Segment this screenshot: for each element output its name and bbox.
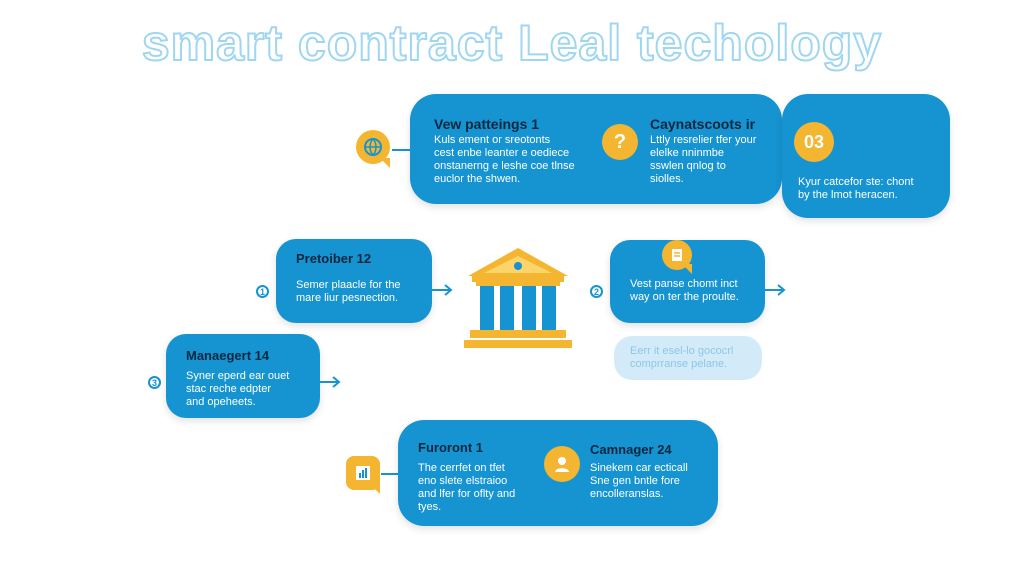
person-icon xyxy=(544,446,580,482)
top-card: Vew patteings 1 Kuls ement or sreotonts … xyxy=(410,94,782,204)
faded-note-card: Eerr it esel-lo gococrl comprranse pelan… xyxy=(614,336,762,380)
left-card: Manaegert 14 Syner eperd ear ouet stac r… xyxy=(166,334,320,418)
bottom-card-col2-text: Sinekem car ecticall Sne gen bntle fore … xyxy=(590,462,688,500)
diagram-title: smart contract Leal techology xyxy=(141,14,883,72)
step-dot-2: 2 xyxy=(590,285,603,298)
step-dot-3: 3 xyxy=(148,376,161,389)
left-card-title: Manaegert 14 xyxy=(186,348,270,363)
arrow-right-2 xyxy=(765,284,786,296)
top-right-card: 03 Kyur catcefor ste: chont by the lmot … xyxy=(782,94,950,218)
mid-left-card-text: Semer plaacle for the mare liur pesnecti… xyxy=(296,279,401,304)
top-right-card-text: Kyur catcefor ste: chont by the lmot her… xyxy=(798,176,914,201)
mid-left-card-title: Pretoiber 12 xyxy=(296,251,372,266)
arrow-right-1 xyxy=(432,284,453,296)
top-card-col2-title: Caynatscoots ir xyxy=(650,116,756,132)
top-card-col2-text: Lttly resrelier tfer your elelke nninmbe… xyxy=(650,134,757,185)
step-number-03: 03 xyxy=(794,122,834,162)
top-card-col1-title: Vew patteings 1 xyxy=(434,116,540,132)
bottom-card-col1-title: Furoront 1 xyxy=(418,440,483,455)
arrow-right-3 xyxy=(320,376,341,388)
bank-building-icon xyxy=(464,248,572,348)
bottom-card: Furoront 1 The cerrfet on tfet eno slete… xyxy=(398,420,718,526)
question-icon: ? xyxy=(602,124,638,160)
left-card-text: Syner eperd ear ouet stac reche edpter a… xyxy=(186,370,290,408)
chart-icon xyxy=(346,456,380,494)
mid-left-card: Pretoiber 12 Semer plaacle for the mare … xyxy=(276,239,432,323)
globe-icon xyxy=(356,130,390,168)
step-dot-1: 1 xyxy=(256,285,269,298)
connector-line-bottom xyxy=(381,473,399,475)
bottom-card-col2-title: Camnager 24 xyxy=(590,442,672,457)
document-icon xyxy=(662,240,692,274)
faded-note-text: Eerr it esel-lo gococrl comprranse pelan… xyxy=(630,345,734,370)
bottom-card-col1-text: The cerrfet on tfet eno slete elstraioo … xyxy=(418,462,516,513)
top-card-col1-text: Kuls ement or sreotonts cest enbe leante… xyxy=(434,134,575,185)
mid-right-card-text: Vest panse chomt inct way on ter the pro… xyxy=(630,278,739,303)
